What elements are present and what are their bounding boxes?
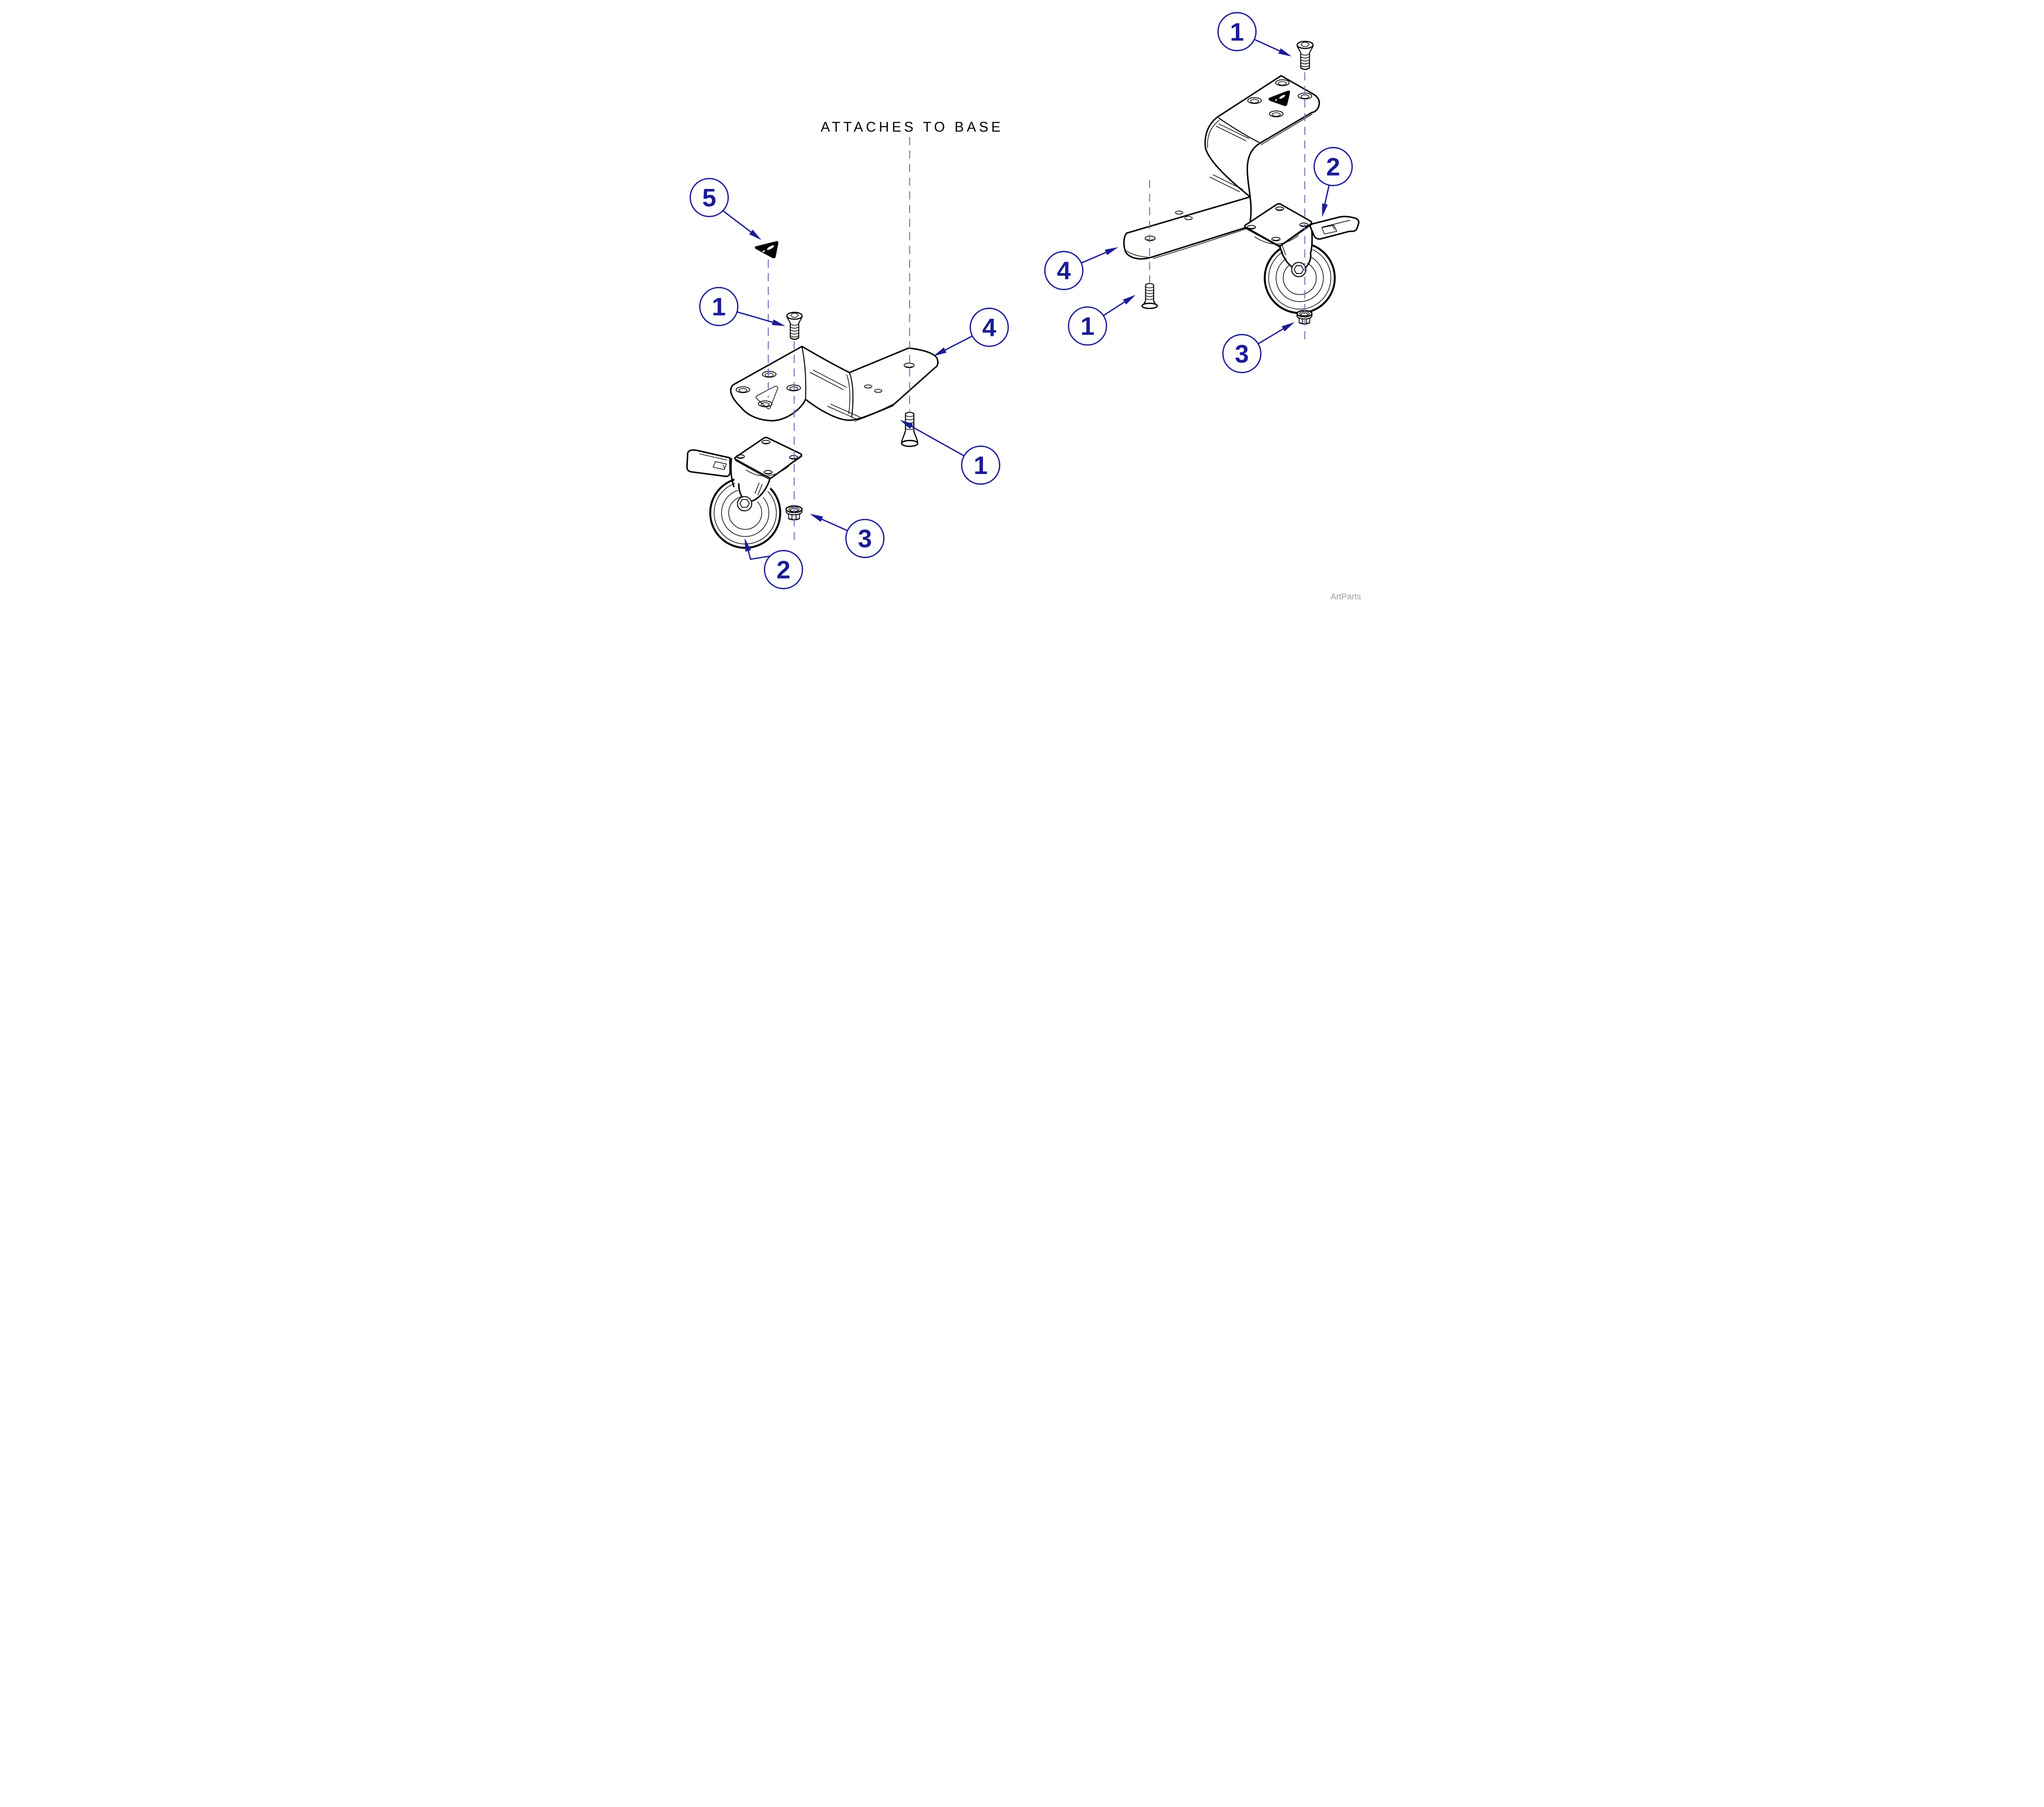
right-warning-label-icon [1268, 91, 1290, 106]
left-caster-axle-nut [737, 496, 752, 511]
svg-text:4: 4 [1057, 256, 1071, 285]
right-bracket-edge-thickness [1260, 113, 1312, 145]
left-bracket-bend-crease [849, 372, 853, 418]
right-bracket-sheen [1218, 123, 1249, 139]
assembly-alignment-lines [767, 72, 1305, 542]
callout-5-left: 5 [689, 178, 763, 242]
right-bracket-inner-bend-line [1207, 120, 1219, 148]
right-bracket-outline [1122, 75, 1320, 260]
caster-bracket-exploded-diagram: ATTACHES TO BASE ArtParts 5 1 4 1 2 [681, 0, 1363, 602]
right-upper-screw-icon [1296, 40, 1314, 70]
left-bracket-sheen [813, 369, 847, 388]
right-bracket-tip-thickness [1126, 251, 1152, 258]
left-bracket-sheen [809, 372, 844, 390]
svg-text:2: 2 [776, 556, 790, 584]
right-caster-axle-nut [1291, 262, 1306, 277]
left-bracket-sheen [827, 406, 857, 420]
svg-text:1: 1 [711, 292, 725, 321]
right-lower-screw-icon [1141, 283, 1158, 310]
left-lower-screw-icon [901, 412, 919, 447]
left-upper-screw-icon [786, 311, 803, 340]
callout-1-left-lower: 1 [898, 417, 1000, 485]
parts-diagram-page: ATTACHES TO BASE ArtParts 5 1 4 1 2 [681, 0, 1363, 602]
callout-4-right: 4 [1044, 244, 1119, 291]
callout-3-right: 3 [1222, 319, 1296, 373]
left-bracket-edge-thickness [730, 392, 742, 410]
right-bracket-sheen [1209, 177, 1240, 192]
right-bracket-fold-crease [1218, 117, 1260, 143]
svg-text:4: 4 [982, 313, 996, 342]
callout-1-right-lower: 1 [1067, 292, 1137, 346]
callout-4-left: 4 [931, 308, 1009, 359]
callout-1-left-upper: 1 [699, 287, 786, 329]
left-bracket-fold-crease [801, 347, 806, 400]
svg-text:1: 1 [1080, 312, 1094, 340]
left-bracket-inner-bend-line [846, 374, 850, 415]
right-bracket-sheen [1212, 174, 1243, 190]
attaches-to-base-note: ATTACHES TO BASE [820, 120, 1003, 135]
svg-text:1: 1 [1230, 18, 1244, 46]
left-warning-label-icon [754, 241, 778, 258]
left-bracket-wing-thickness [854, 405, 894, 422]
left-bracket-holes [735, 363, 915, 407]
callout-1-right-upper: 1 [1217, 12, 1293, 59]
left-caster-plate [734, 437, 802, 480]
left-bracket-engraved-triangle [755, 385, 778, 409]
right-caster-brake-lever [1308, 216, 1359, 240]
left-mounting-bracket [729, 346, 939, 422]
right-caster [1244, 203, 1359, 314]
watermark: ArtParts [1330, 592, 1361, 602]
left-caster [686, 437, 802, 549]
callout-3-left: 3 [808, 511, 885, 558]
left-caster-brake-lever [686, 449, 731, 477]
right-bracket-sheen [1215, 126, 1246, 141]
svg-text:2: 2 [1326, 153, 1340, 181]
callout-2-left: 2 [742, 537, 803, 589]
right-flange-nut-icon [1296, 310, 1313, 325]
svg-text:5: 5 [702, 183, 716, 212]
right-mounting-bracket [1122, 75, 1320, 260]
right-caster-plate [1244, 203, 1312, 248]
right-bracket-wing-thickness [1152, 228, 1248, 259]
callout-2-right: 2 [1313, 146, 1353, 218]
svg-text:3: 3 [858, 525, 872, 553]
svg-text:1: 1 [974, 451, 988, 479]
svg-text:3: 3 [1235, 340, 1249, 368]
left-bracket-sheen [830, 403, 860, 418]
